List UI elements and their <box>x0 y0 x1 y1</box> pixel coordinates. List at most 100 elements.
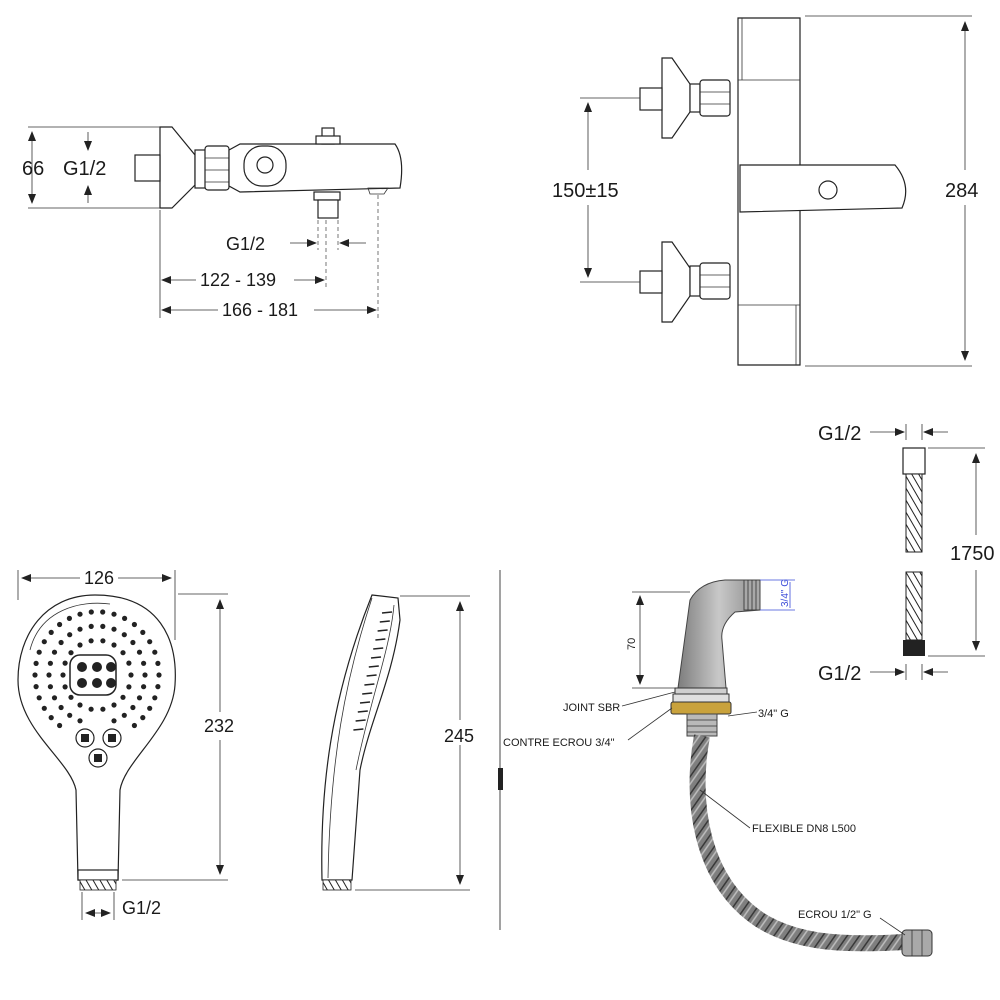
nozzle-dot <box>155 684 161 690</box>
nozzle-dot <box>68 694 74 700</box>
nozzle-dot <box>67 712 73 718</box>
nozzle-dot <box>130 704 136 711</box>
side-jet <box>355 719 366 722</box>
mixer-front-view: 150±15 284 <box>552 15 978 367</box>
nozzle-dot <box>33 660 39 667</box>
nozzle-dot <box>140 715 146 721</box>
nozzle-dot <box>120 694 126 700</box>
side-jet <box>379 620 390 623</box>
nozzle-dot <box>67 632 73 638</box>
label-joint-sbr: JOINT SBR <box>563 702 620 714</box>
nozzle-dot <box>111 611 117 617</box>
handshower-front-view: 126 232 G1/2 <box>17 568 234 920</box>
nozzle-dot <box>155 660 161 667</box>
center-jets <box>77 662 116 688</box>
nozzle-dot <box>46 672 52 678</box>
nozzle-dot <box>130 639 136 646</box>
hose-top-thread: G1/2 <box>818 423 861 445</box>
center-jet <box>92 678 102 688</box>
nozzle-dot <box>62 660 68 666</box>
dim-reach-max: 166 - 181 <box>222 300 298 320</box>
nozzle-dot <box>121 712 127 718</box>
nozzle-dot <box>136 649 143 655</box>
nozzle-dot <box>142 672 148 678</box>
nozzle-dot <box>147 705 153 711</box>
side-jet <box>353 728 364 731</box>
nozzle-dot <box>100 609 106 615</box>
nozzle-dot <box>77 642 83 648</box>
center-jet <box>106 678 116 688</box>
nozzle-dot <box>100 706 106 712</box>
nozzle-dot <box>88 706 94 712</box>
nozzle-dot <box>36 695 42 701</box>
nozzle-dot <box>100 623 106 630</box>
hose-bottom-thread: G1/2 <box>818 663 861 685</box>
nozzle-dot <box>100 638 106 644</box>
dim-126: 126 <box>84 568 114 588</box>
center-jet <box>77 662 87 672</box>
dim-inlet-thread: G1/2 <box>63 158 106 180</box>
nozzle-dot <box>58 639 64 646</box>
side-jet <box>381 611 393 614</box>
nozzle-dot <box>141 684 147 690</box>
side-jet <box>359 701 371 704</box>
nozzle-dot <box>62 684 68 690</box>
dim-handshower-thread: G1/2 <box>122 898 161 918</box>
nozzle-dot <box>88 609 94 615</box>
side-nozzles <box>353 611 393 731</box>
side-jet <box>368 665 379 668</box>
side-jet <box>364 683 375 686</box>
nozzle-dot <box>47 660 54 666</box>
nozzle-dot <box>152 649 158 655</box>
nozzle-dot <box>51 695 58 701</box>
nozzle-dot <box>41 639 47 645</box>
nozzle-dot <box>131 621 137 628</box>
nozzle-dot <box>88 623 94 630</box>
side-jet <box>362 692 373 695</box>
nozzle-dot <box>120 650 126 656</box>
nozzle-dot <box>58 704 64 711</box>
nozzle-dot <box>57 621 63 628</box>
nozzle-dot <box>156 672 162 678</box>
nozzle-dot <box>126 660 132 666</box>
nozzle-dot <box>32 672 38 678</box>
nozzle-dot <box>128 672 134 678</box>
dim-reach-min: 122 - 139 <box>200 270 276 290</box>
nozzle-dot <box>77 718 83 724</box>
center-jet <box>106 662 116 672</box>
side-jet <box>373 647 384 650</box>
dim-66: 66 <box>22 158 44 180</box>
dim-232: 232 <box>204 716 234 736</box>
mixer-side-view: 66 G1/2 G1/2 122 - 139 166 - 181 <box>22 126 403 320</box>
hose-length: 1750 <box>950 543 995 565</box>
nozzle-dot <box>88 638 94 644</box>
nozzle-dot <box>51 649 58 655</box>
nozzle-dot <box>77 611 83 617</box>
nozzle-dot <box>57 722 63 729</box>
nozzle-dot <box>68 650 74 656</box>
nozzle-dot <box>60 672 66 678</box>
nozzle-dot <box>147 639 153 645</box>
nozzle-dot <box>152 695 158 701</box>
nozzle-dot <box>47 684 54 690</box>
outlet-assembly: 70 3/4" G JOINT SBR CONTRE ECROU 3/4" 3/… <box>503 579 933 957</box>
nozzle-dot <box>77 702 83 708</box>
dim-outlet-thread: G1/2 <box>226 234 265 254</box>
shower-hose: G1/2 G1/2 1750 <box>818 423 995 685</box>
nozzle-dot <box>48 629 54 636</box>
nozzle-dot <box>111 642 117 648</box>
nozzle-dot <box>41 705 47 711</box>
nozzle-dot <box>121 632 127 638</box>
nozzle-dot <box>77 626 83 632</box>
nozzle-dot <box>48 715 54 721</box>
nozzle-dot <box>136 695 143 701</box>
dim-centres: 150±15 <box>552 180 619 202</box>
handshower-side-view: 245 <box>321 570 503 930</box>
dim-245: 245 <box>444 726 474 746</box>
side-jet <box>357 710 368 713</box>
nozzle-dot <box>111 702 117 708</box>
nozzle-dot <box>66 615 72 622</box>
side-jet <box>377 629 388 632</box>
label-contre-ecrou: CONTRE ECROU 3/4" <box>503 737 615 749</box>
